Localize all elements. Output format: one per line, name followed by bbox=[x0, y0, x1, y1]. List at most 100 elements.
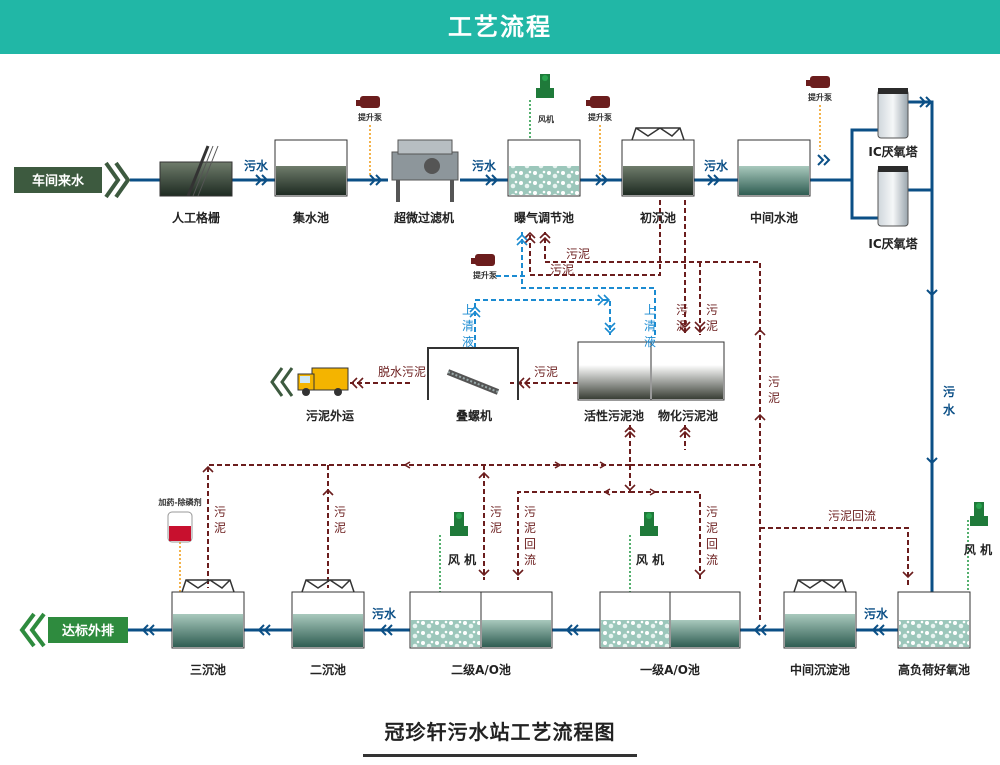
pump-icon bbox=[356, 96, 380, 108]
svg-text:污: 污 bbox=[334, 505, 346, 519]
ao2-tank bbox=[409, 591, 553, 649]
svg-text:上: 上 bbox=[644, 303, 656, 317]
supernatant-arrows bbox=[469, 233, 616, 335]
truck-icon bbox=[297, 367, 349, 396]
svg-text:清: 清 bbox=[644, 319, 656, 333]
screw-label: 叠螺机 bbox=[456, 408, 492, 423]
svg-text:泥: 泥 bbox=[706, 521, 718, 535]
screw-press-icon bbox=[427, 347, 519, 400]
sludge-label: 污泥 bbox=[566, 247, 590, 261]
pump-icon bbox=[471, 254, 495, 266]
svg-text:污: 污 bbox=[490, 505, 502, 519]
second-settler bbox=[291, 579, 365, 649]
act-sludge-label: 活性污泥池 bbox=[584, 408, 644, 423]
svg-text:污: 污 bbox=[706, 303, 718, 317]
svg-text:污: 污 bbox=[214, 505, 226, 519]
filter-label: 超微过滤机 bbox=[393, 210, 454, 225]
ic-tower-2 bbox=[877, 166, 909, 227]
ic2-label: IC厌氧塔 bbox=[868, 236, 918, 251]
caption-underline bbox=[363, 754, 637, 757]
sludge-return-label: 污泥回流 bbox=[828, 509, 876, 523]
inflow-tag: 车间来水 bbox=[14, 161, 131, 199]
mid-settle-label: 中间沉淀池 bbox=[790, 662, 850, 677]
dosing-label: 加药-除磷剂 bbox=[157, 497, 201, 507]
grille-label: 人工格栅 bbox=[172, 210, 220, 225]
sewage-label: 污水 bbox=[864, 606, 889, 621]
sludge-arrows bbox=[202, 231, 914, 579]
svg-text:泥: 泥 bbox=[768, 391, 780, 405]
blower-label: 风 机 bbox=[636, 552, 664, 567]
feed-lines bbox=[179, 105, 821, 600]
sewage-label: 污水 bbox=[372, 606, 397, 621]
flow-arrows bbox=[141, 96, 938, 636]
pump-label-4: 提升泵 bbox=[473, 270, 497, 280]
svg-text:泥: 泥 bbox=[676, 319, 688, 333]
sewage-label: 污水 bbox=[472, 158, 497, 173]
aeration-label: 曝气调节池 bbox=[514, 210, 574, 225]
svg-text:液: 液 bbox=[644, 334, 656, 349]
svg-text:流: 流 bbox=[706, 553, 718, 567]
third-settler bbox=[171, 579, 245, 649]
pump-label-3: 提升泵 bbox=[808, 92, 832, 102]
bottom-vert-labels: 污泥 污泥 污泥 污泥 回流 污泥 回流 bbox=[214, 505, 718, 567]
outflow-label: 达标外排 bbox=[62, 623, 114, 639]
ic-tower-1 bbox=[877, 88, 909, 139]
inflow-label: 车间来水 bbox=[32, 173, 85, 189]
middle-label: 中间水池 bbox=[750, 210, 798, 225]
blower-label: 风 机 bbox=[964, 542, 992, 557]
blower-icon bbox=[970, 502, 988, 526]
outflow-tag: 达标外排 bbox=[19, 612, 128, 648]
svg-text:液: 液 bbox=[462, 334, 474, 349]
pump-label-1: 提升泵 bbox=[358, 112, 382, 122]
blower-label: 风 机 bbox=[448, 552, 476, 567]
svg-text:污: 污 bbox=[676, 303, 688, 317]
sludge-out-label: 污泥外运 bbox=[306, 408, 354, 423]
grille-unit bbox=[159, 145, 233, 197]
svg-text:泥: 泥 bbox=[490, 521, 502, 535]
svg-text:回: 回 bbox=[706, 537, 718, 551]
dosing-tank-icon bbox=[167, 511, 193, 543]
sewage-label: 污水 bbox=[244, 158, 269, 173]
sewage-label: 污水 bbox=[704, 158, 729, 173]
svg-text:污: 污 bbox=[706, 505, 718, 519]
chem-sludge-label: 物化污泥池 bbox=[658, 408, 718, 423]
svg-text:泥: 泥 bbox=[214, 521, 226, 535]
sludge-tanks bbox=[577, 341, 725, 401]
sludge-lines bbox=[207, 200, 909, 620]
second-label: 二沉池 bbox=[310, 662, 346, 677]
sludge-vert-label: 污泥 污泥 污泥 污水 bbox=[676, 303, 956, 417]
supernatant-label-left: 上 清 液 bbox=[462, 303, 474, 349]
collect-label: 集水池 bbox=[292, 210, 329, 225]
ic1-label: IC厌氧塔 bbox=[868, 144, 918, 159]
dewatered-label: 脱水污泥 bbox=[378, 364, 426, 379]
svg-text:泥: 泥 bbox=[334, 521, 346, 535]
filter-machine-icon bbox=[391, 139, 459, 202]
high-load-label: 高负荷好氧池 bbox=[898, 662, 970, 677]
svg-text:回: 回 bbox=[524, 537, 536, 551]
air-lines bbox=[439, 100, 969, 610]
pump-label-2: 提升泵 bbox=[588, 112, 612, 122]
primary-tank bbox=[621, 127, 695, 197]
ao2-label: 二级A/O池 bbox=[451, 662, 511, 677]
high-load-tank bbox=[897, 591, 971, 649]
supernatant-label-right: 上 清 液 bbox=[644, 303, 656, 349]
mid-settle-tank bbox=[783, 579, 857, 649]
supernatant-lines bbox=[474, 232, 656, 348]
header-bar bbox=[0, 0, 1000, 54]
primary-label: 初沉池 bbox=[640, 210, 676, 225]
svg-text:污: 污 bbox=[524, 505, 536, 519]
blower-small-label: 风机 bbox=[538, 114, 554, 124]
page-title: 工艺流程 bbox=[448, 13, 552, 41]
svg-text:水: 水 bbox=[943, 402, 956, 417]
blower-icon bbox=[640, 512, 658, 536]
svg-text:上: 上 bbox=[462, 303, 474, 317]
ao1-tank bbox=[599, 591, 741, 649]
ao1-label: 一级A/O池 bbox=[640, 662, 700, 677]
pump-icon bbox=[586, 96, 610, 108]
sludge-label: 污泥 bbox=[550, 263, 574, 277]
svg-text:泥: 泥 bbox=[524, 521, 536, 535]
svg-text:清: 清 bbox=[462, 319, 474, 333]
pump-icon bbox=[806, 76, 830, 88]
svg-text:泥: 泥 bbox=[706, 319, 718, 333]
